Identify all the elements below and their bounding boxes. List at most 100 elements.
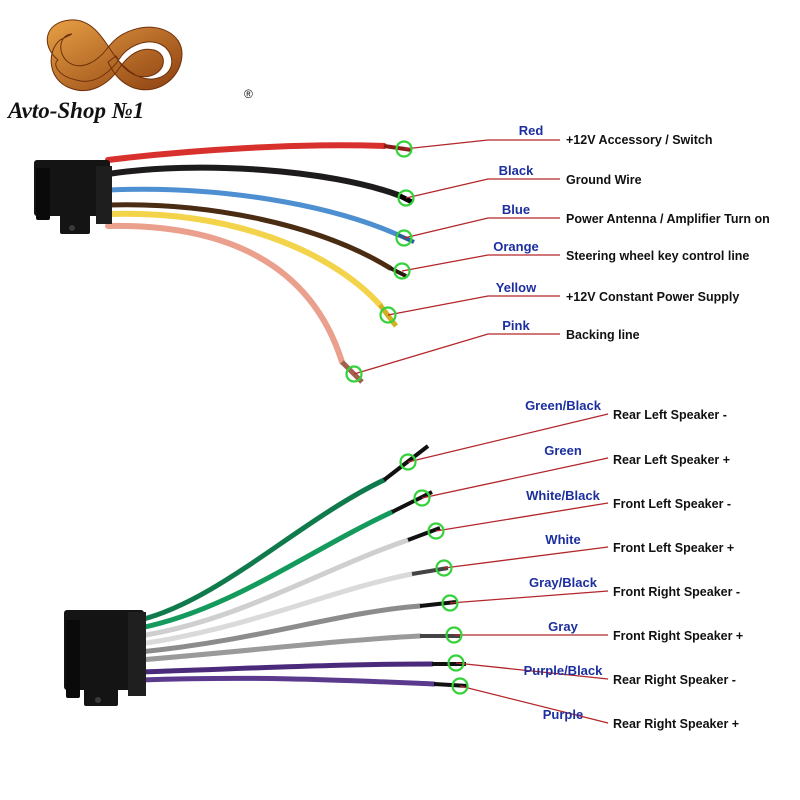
- wire-blue: [105, 186, 399, 237]
- wire-color-label: Purple: [543, 707, 583, 722]
- wire-gray-black: [137, 603, 423, 655]
- wire-purple: [137, 675, 437, 687]
- marker-circle: [345, 365, 363, 383]
- marker-circle: [447, 654, 465, 672]
- leader-line: [403, 217, 560, 239]
- wire-color-label: Red: [519, 123, 544, 138]
- marker-circle: [451, 677, 469, 695]
- tip-white: [411, 566, 449, 576]
- wire-black: [105, 164, 401, 198]
- wire-function-label: Steering wheel key control line: [566, 249, 749, 263]
- speaker-connector: [64, 610, 146, 706]
- leader-line: [387, 295, 560, 316]
- marker-circle: [379, 306, 397, 324]
- wire-orange: [105, 202, 393, 271]
- wire-function-label: Power Antenna / Amplifier Turn on: [566, 212, 770, 226]
- marker-circle: [395, 140, 413, 158]
- leader-line: [353, 333, 560, 375]
- wire-purple-black: [137, 661, 435, 675]
- wire-color-label: Black: [499, 163, 534, 178]
- leader-line: [405, 178, 560, 199]
- wire-function-label: +12V Accessory / Switch: [566, 133, 713, 147]
- wire-color-label: White: [545, 532, 580, 547]
- wire-function-label: Rear Right Speaker +: [613, 717, 739, 731]
- marker-circle: [445, 626, 463, 644]
- wire-color-label: White/Black: [526, 488, 600, 503]
- tip-white-black: [407, 526, 441, 542]
- wire-red: [105, 142, 387, 163]
- wire-function-label: Front Right Speaker -: [613, 585, 740, 599]
- tip-purple: [433, 682, 469, 688]
- callout-red: Red +12V Accessory / Switch: [395, 123, 713, 158]
- leader-line: [403, 139, 560, 150]
- wire-function-label: Front Left Speaker +: [613, 541, 734, 555]
- registered-mark: ®: [244, 87, 253, 101]
- wire-green: [137, 509, 395, 631]
- leader-line: [449, 590, 609, 604]
- speaker-harness: [64, 444, 469, 706]
- tip-orange: [389, 266, 407, 278]
- wire-color-label: Orange: [493, 239, 539, 254]
- wire-function-label: Front Right Speaker +: [613, 629, 743, 643]
- callout-yellow: Yellow +12V Constant Power Supply: [379, 280, 739, 324]
- brand-logo: Avto-Shop №1 ®: [6, 19, 253, 123]
- wire-color-label: Gray/Black: [529, 575, 598, 590]
- marker-circle: [393, 262, 411, 280]
- leader-line: [421, 457, 609, 499]
- logo-mark: [46, 19, 183, 92]
- tip-green: [391, 490, 433, 514]
- leader-line: [443, 546, 609, 569]
- leader-line: [459, 685, 609, 724]
- tip-green-black: [382, 444, 430, 482]
- leader-line: [401, 254, 560, 272]
- wire-function-label: Ground Wire: [566, 173, 642, 187]
- leader-line: [407, 413, 609, 463]
- leader-line: [455, 662, 609, 680]
- wire-color-label: Blue: [502, 202, 530, 217]
- wire-color-label: Yellow: [496, 280, 537, 295]
- wire-gray: [137, 633, 423, 663]
- marker-circle: [399, 453, 417, 471]
- marker-circle: [413, 489, 431, 507]
- wire-pink: [105, 222, 345, 365]
- marker-circle: [435, 559, 453, 577]
- marker-circle: [427, 522, 445, 540]
- wire-color-label: Green: [544, 443, 582, 458]
- wire-function-label: Rear Left Speaker -: [613, 408, 727, 422]
- speaker-wires: [137, 444, 469, 688]
- wire-function-label: Rear Right Speaker -: [613, 673, 736, 687]
- power-wires: [105, 142, 415, 384]
- wire-white: [137, 571, 415, 647]
- wire-function-label: Backing line: [566, 328, 640, 342]
- wire-yellow: [105, 210, 383, 308]
- wire-function-label: Front Left Speaker -: [613, 497, 731, 511]
- marker-circle: [397, 189, 415, 207]
- wire-green-black: [137, 477, 387, 623]
- power-connector: [34, 160, 112, 234]
- wire-color-label: Gray: [548, 619, 578, 634]
- brand-name: Avto-Shop №1: [6, 98, 144, 123]
- tip-red: [383, 144, 413, 152]
- wire-color-label: Purple/Black: [524, 663, 604, 678]
- marker-circle: [395, 229, 413, 247]
- tip-black: [396, 192, 414, 205]
- wire-function-label: Rear Left Speaker +: [613, 453, 730, 467]
- wire-color-label: Green/Black: [525, 398, 602, 413]
- wire-white-black: [137, 537, 411, 639]
- wire-function-label: +12V Constant Power Supply: [566, 290, 739, 304]
- leader-line: [435, 502, 609, 532]
